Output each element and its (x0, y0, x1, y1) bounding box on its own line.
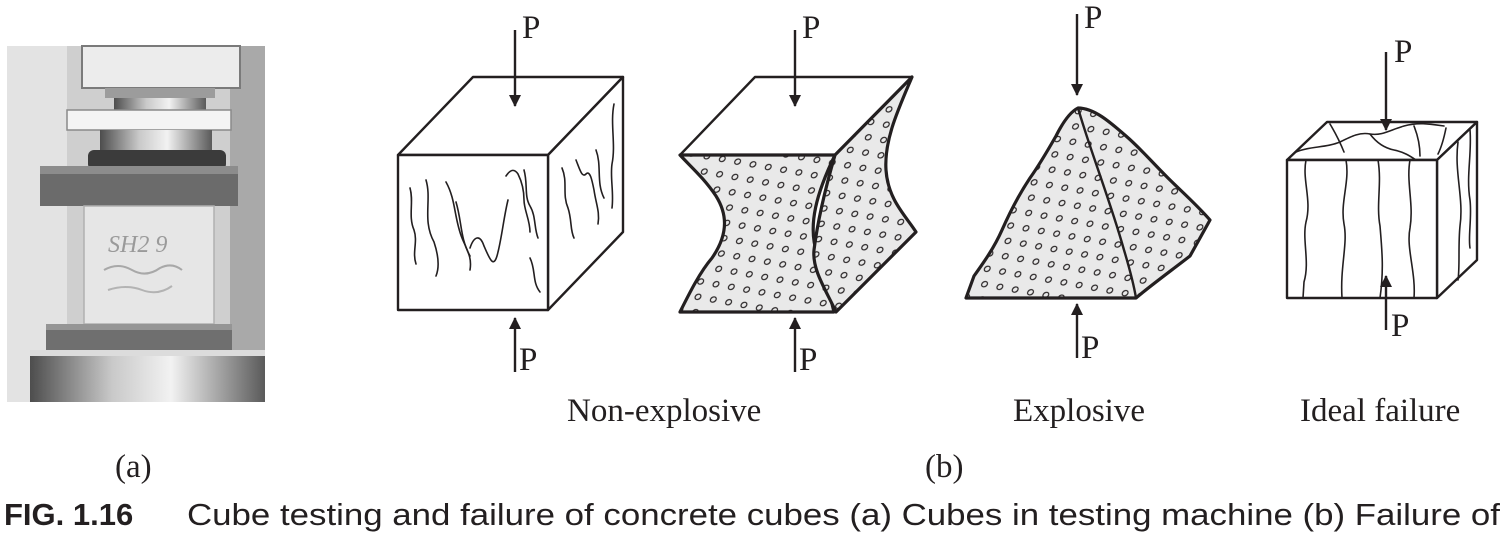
panel-label-b: (b) (925, 449, 963, 485)
label-explosive: Explosive (1013, 393, 1145, 429)
specimen-marking: SH2 9 (108, 232, 167, 258)
cube-ideal-failure (1285, 120, 1479, 300)
caption-text: Cube testing and failure of concrete cub… (187, 497, 1500, 532)
load-arrows (509, 14, 1392, 372)
load-label-4-bottom: P (1391, 308, 1409, 344)
testing-machine-photo: SH2 9 (7, 45, 265, 402)
load-label-2-bottom: P (799, 342, 817, 378)
panel-label-a: (a) (115, 449, 152, 485)
caption-number: FIG. 1.16 (4, 497, 133, 532)
load-label-1-bottom: P (519, 342, 537, 378)
load-label-3-bottom: P (1081, 330, 1099, 366)
load-label-3-top: P (1084, 0, 1102, 36)
load-label-4-top: P (1394, 34, 1412, 70)
cube-non-explosive-hourglass (678, 75, 918, 314)
label-non-explosive: Non-explosive (567, 393, 761, 429)
label-ideal-failure: Ideal failure (1300, 393, 1460, 429)
load-label-1-top: P (522, 10, 540, 46)
load-label-2-top: P (802, 10, 820, 46)
cube-non-explosive-cracked (396, 75, 625, 312)
explosive-pyramid (964, 106, 1212, 300)
